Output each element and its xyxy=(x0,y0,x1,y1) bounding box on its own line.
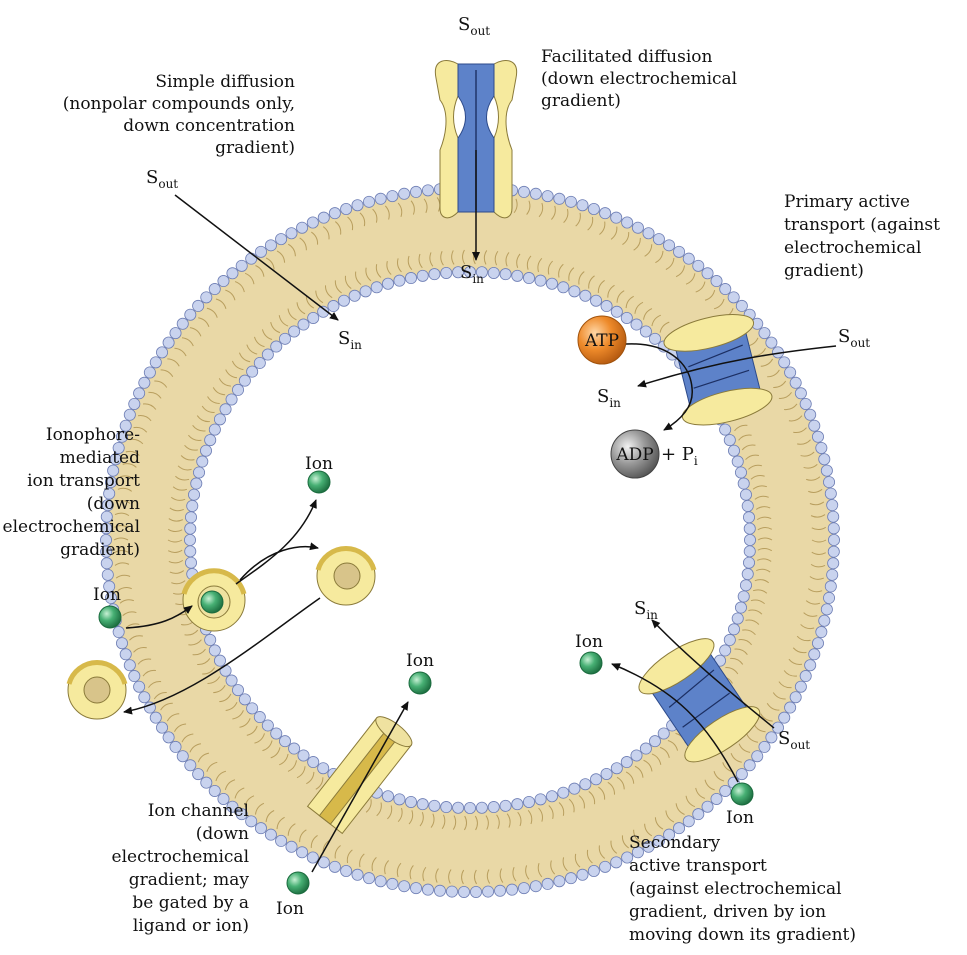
adp-molecule xyxy=(610,429,660,479)
simple-diffusion-label: Simple diffusion(nonpolar compounds only… xyxy=(63,72,295,158)
svg-text:+ Pi: + Pi xyxy=(661,444,698,468)
svg-text:Sin: Sin xyxy=(597,386,621,410)
outside-ion xyxy=(98,605,122,629)
ion-channel-arrow xyxy=(311,701,409,873)
secondary-ion-outside xyxy=(730,782,754,806)
ion-in-ionophore xyxy=(200,590,224,614)
svg-text:Sin: Sin xyxy=(338,328,362,352)
ion-label-secondary-inside: Ion xyxy=(575,632,603,652)
simple-diffusion-arrow xyxy=(174,194,339,321)
secondary-s-out-label: Sout xyxy=(778,728,810,752)
simple-s-in-label: Sin xyxy=(338,328,362,352)
ion-label-secondary-outside: Ion xyxy=(726,808,754,828)
adp-label: ADP xyxy=(615,445,653,465)
svg-text:Sin: Sin xyxy=(634,598,658,622)
ion-label-channel-outside: Ion xyxy=(276,899,304,919)
primary-substrate-arrow xyxy=(637,345,837,388)
ion-label-ionophore-release: Ion xyxy=(305,454,333,474)
svg-text:Sout: Sout xyxy=(458,14,490,38)
facilitated-diffusion-label: Facilitated diffusion(down electrochemic… xyxy=(541,47,737,111)
facilitated-diffusion-transporter xyxy=(434,60,518,219)
ionophore-ion-entry-arrow xyxy=(125,605,193,629)
secondary-substrate-arrow xyxy=(651,619,775,729)
ion-label-ionophore-outside: Ion xyxy=(93,585,121,605)
secondary-s-in-label: Sin xyxy=(634,598,658,622)
ionophore-release-arrow xyxy=(239,542,319,581)
atp-molecule xyxy=(577,315,627,365)
secondary-active-transporter xyxy=(638,638,761,763)
primary-s-in-label: Sin xyxy=(597,386,621,410)
primary-s-out-label: Sout xyxy=(838,326,870,350)
svg-text:Sout: Sout xyxy=(146,167,178,191)
svg-text:Sout: Sout xyxy=(838,326,870,350)
ionophore-inside xyxy=(315,546,377,606)
secondary-ion-arrow xyxy=(611,663,739,783)
facilitated-s-out-label: Sout xyxy=(458,14,490,38)
lipid-bilayer xyxy=(100,182,841,898)
atp-label: ATP xyxy=(584,331,619,351)
simple-s-out-label: Sout xyxy=(146,167,178,191)
released-ion xyxy=(307,470,331,494)
primary-active-transporter xyxy=(663,314,773,426)
ionophore-return-arrow xyxy=(123,597,321,715)
plus-pi-label: + Pi xyxy=(661,444,698,468)
ionophore-outside xyxy=(66,660,128,720)
secondary-ion-inside xyxy=(579,651,603,675)
channel-ion-inside xyxy=(408,671,432,695)
ion-release-arrow xyxy=(235,499,317,585)
ion-label-channel-inside: Ion xyxy=(406,651,434,671)
svg-text:Sin: Sin xyxy=(460,262,484,286)
svg-text:Sout: Sout xyxy=(778,728,810,752)
facilitated-s-in-label: Sin xyxy=(460,262,484,286)
atp-hydrolysis-arrow xyxy=(625,343,693,431)
channel-ion-outside xyxy=(286,871,310,895)
